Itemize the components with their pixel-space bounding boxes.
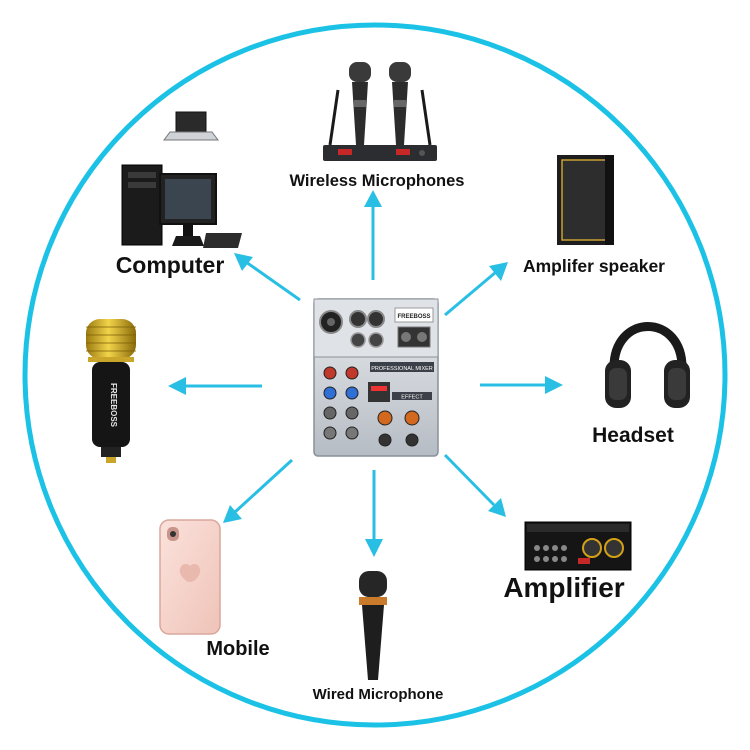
- mixer-effect-text: EFFECT: [401, 395, 423, 401]
- arrow-to-wireless-microphones: [364, 190, 382, 280]
- arrow-to-amplifier: [443, 453, 506, 517]
- arrow-to-headset: [480, 376, 563, 394]
- condenser-microphone-image: FREEBOSS: [86, 319, 136, 463]
- label-computer: Computer: [116, 252, 225, 278]
- mixer-knobs: [323, 366, 420, 447]
- amplifier-image: [524, 521, 632, 571]
- wireless-microphones-image: [323, 62, 437, 161]
- arrow-to-computer: [234, 253, 301, 302]
- mixer-panel-text: PROFESSIONAL MIXER: [371, 366, 433, 372]
- arrow-to-amplifer-speaker: [444, 262, 508, 317]
- label-headset: Headset: [592, 424, 674, 447]
- label-amplifer-speaker: Amplifer speaker: [523, 256, 665, 276]
- arrow-to-mobile: [223, 458, 294, 523]
- wired-microphone-image: [359, 571, 387, 680]
- outer-ring: [22, 22, 728, 728]
- mixer-brand: FREEBOSS: [397, 314, 430, 320]
- label-wired-microphone: Wired Microphone: [313, 686, 444, 703]
- amplifer-speaker-image: [557, 155, 614, 245]
- audio-mixer: FREEBOSS PROFESSIONAL MIXER EFFECT: [313, 298, 439, 457]
- headset-image: [605, 322, 690, 408]
- condenser-microphone-brand: FREEBOSS: [109, 383, 118, 428]
- arrow-to-wired-microphone: [365, 470, 383, 557]
- arrow-to-condenser-microphone: [168, 377, 262, 395]
- label-amplifier: Amplifier: [503, 572, 624, 603]
- computer-image: [121, 111, 242, 248]
- label-mobile: Mobile: [206, 638, 269, 660]
- mobile-image: [159, 519, 221, 635]
- arrows: [168, 190, 563, 557]
- label-wireless-microphones: Wireless Microphones: [290, 172, 465, 190]
